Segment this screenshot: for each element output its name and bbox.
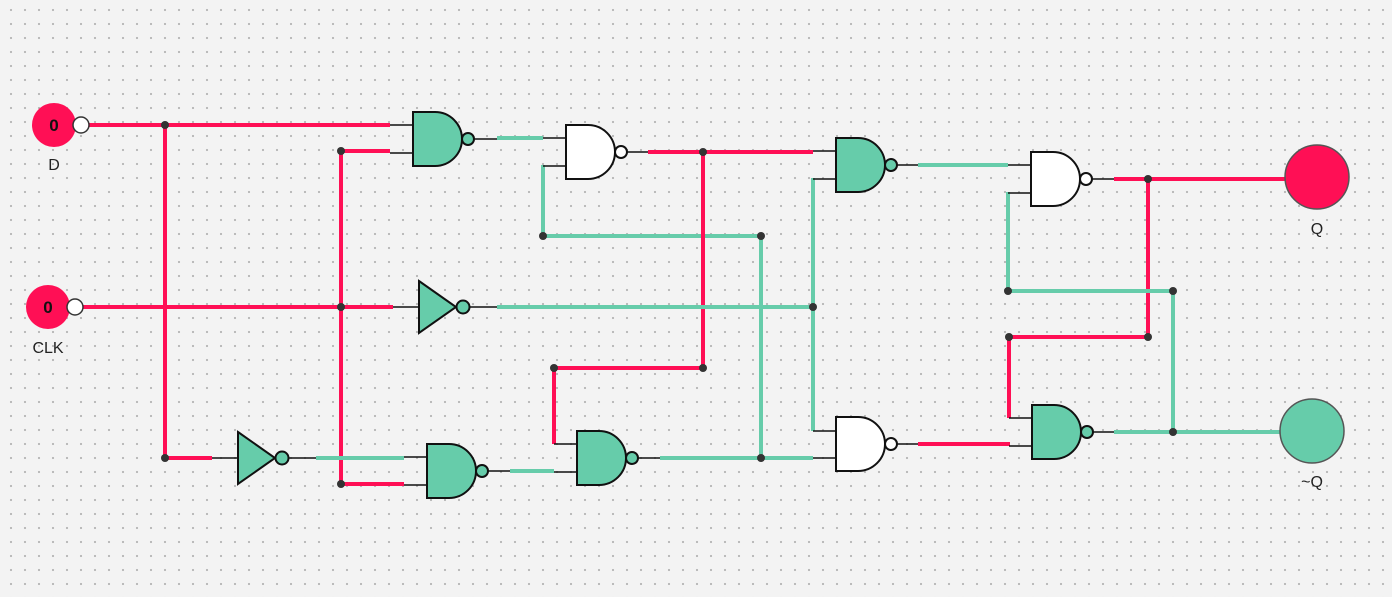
junction-dot <box>1144 333 1152 341</box>
input-d[interactable]: 0 D <box>32 103 90 174</box>
junction-dot <box>699 364 707 372</box>
junction-dot <box>699 148 707 156</box>
input-clk[interactable]: 0 CLK <box>26 285 84 357</box>
junction-dot <box>757 454 765 462</box>
junction-dot <box>1169 428 1177 436</box>
nand-gate-icon[interactable] <box>1008 151 1114 207</box>
input-d-port[interactable] <box>72 116 90 134</box>
junction-dot <box>1005 333 1013 341</box>
nand-gate-icon[interactable] <box>390 111 497 167</box>
junctions <box>161 121 1177 488</box>
nand-gate-icon[interactable] <box>543 124 648 180</box>
junction-dot <box>337 147 345 155</box>
toggle-input-icon[interactable] <box>32 103 76 147</box>
nand-gate-icon[interactable] <box>554 430 660 486</box>
wire-g2-down[interactable] <box>552 152 705 444</box>
wire-nq-feedback[interactable] <box>1006 192 1175 432</box>
wires <box>76 123 1286 486</box>
junction-dot <box>161 121 169 129</box>
junction-dot <box>539 232 547 240</box>
wire-g2-feedback[interactable] <box>541 165 763 458</box>
nand-gate-icon[interactable] <box>1009 404 1114 460</box>
junction-dot <box>1169 287 1177 295</box>
nand-gate-icon[interactable] <box>813 137 918 193</box>
input-clk-port[interactable] <box>66 298 84 316</box>
junction-dot <box>757 232 765 240</box>
not-gate-icon[interactable] <box>393 279 497 335</box>
junction-dot <box>337 303 345 311</box>
output-lamp-icon[interactable] <box>1284 144 1350 210</box>
junction-dot <box>809 303 817 311</box>
output-nq-label: ~Q <box>1301 474 1323 491</box>
nand-gate-icon[interactable] <box>404 443 510 499</box>
input-clk-label: CLK <box>32 340 63 357</box>
toggle-input-icon[interactable] <box>26 285 70 329</box>
junction-dot <box>161 454 169 462</box>
not-gate-icon[interactable] <box>212 430 316 486</box>
wire-d-down[interactable] <box>163 125 212 460</box>
junction-dot <box>1144 175 1152 183</box>
input-d-label: D <box>48 157 60 174</box>
output-nq[interactable]: ~Q <box>1279 398 1345 491</box>
output-lamp-icon[interactable] <box>1279 398 1345 464</box>
junction-dot <box>1004 287 1012 295</box>
input-d-value: 0 <box>49 116 58 135</box>
junction-dot <box>550 364 558 372</box>
output-q[interactable]: Q <box>1284 144 1350 238</box>
output-q-label: Q <box>1311 221 1323 238</box>
junction-dot <box>337 480 345 488</box>
nand-gate-icon[interactable] <box>813 416 918 472</box>
wire-q-feedback[interactable] <box>1007 179 1150 418</box>
input-clk-value: 0 <box>43 298 52 317</box>
